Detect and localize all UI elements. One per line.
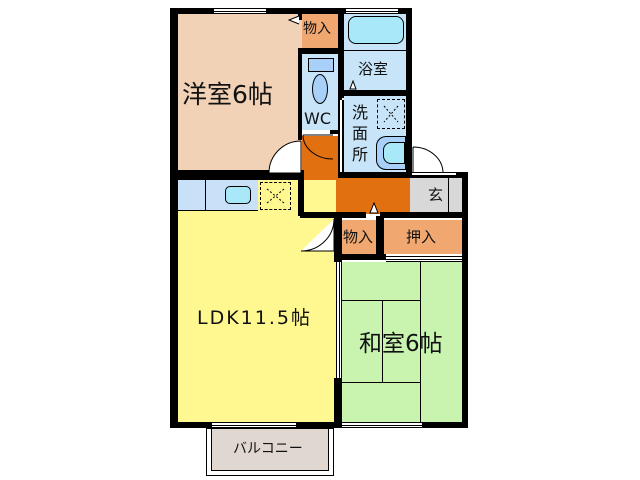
entrance-label: 玄 — [428, 186, 444, 204]
wall-wash-bottom — [338, 172, 412, 178]
western-room-label: 洋室6帖 — [182, 80, 273, 109]
wall-closet-bottom — [334, 254, 386, 260]
door-wc[interactable] — [302, 134, 334, 160]
wall-bath-bottom — [342, 90, 408, 96]
balcony-label: バルコニー — [233, 441, 303, 457]
wall-wc-right — [338, 8, 344, 98]
wall-top-left — [170, 8, 214, 14]
storage-mid-label: 物入 — [343, 228, 374, 246]
wall-top-mid — [266, 8, 346, 14]
wall-western-bottom — [170, 170, 304, 180]
wall-entrance-right — [462, 172, 468, 428]
bath-arrow-icon — [349, 80, 357, 90]
wall-left-upper — [170, 8, 178, 176]
closet — [384, 220, 462, 254]
window-japanese-bottom — [342, 422, 422, 428]
wall-bottom-left — [170, 422, 212, 428]
bathtub-icon — [348, 16, 404, 44]
door-ldk[interactable] — [300, 218, 336, 252]
washroom-label-1: 洗 — [352, 103, 369, 122]
toilet-bowl-icon — [312, 74, 328, 104]
storage-top — [302, 14, 340, 48]
entry-arrow-icon — [369, 202, 379, 214]
wall-western-right-lower — [298, 48, 302, 140]
toilet-label: WC — [304, 109, 331, 128]
kitchen-counter-edge — [178, 210, 258, 211]
bathroom-label: 浴室 — [358, 60, 389, 78]
door-entrance[interactable] — [412, 146, 444, 174]
entrance-step-line — [448, 178, 449, 214]
door-storage-top-arrow — [288, 15, 300, 25]
balcony-floor — [211, 428, 329, 471]
sliding-door-ldk-japanese[interactable] — [336, 262, 342, 378]
sliding-door-washroom[interactable] — [339, 100, 344, 172]
wall-hall-left — [298, 170, 304, 216]
wall-ldk-right-bottom — [334, 378, 342, 428]
entrance — [410, 178, 462, 214]
closet-label: 押入 — [406, 228, 437, 246]
kitchen-divider — [205, 180, 206, 210]
wall-top-right — [398, 8, 412, 14]
ldk-label: LDK11.5帖 — [197, 307, 312, 329]
storage-top-label: 物入 — [303, 21, 331, 37]
storage-mid — [342, 220, 376, 254]
washroom-label-2: 面 — [352, 124, 369, 143]
japanese-room-label: 和室6帖 — [359, 331, 443, 357]
window-closet-bottom — [386, 256, 462, 262]
window-western-top — [214, 8, 266, 14]
wall-bath-right — [406, 8, 412, 178]
japanese-room — [342, 262, 462, 424]
wall-western-right — [298, 8, 302, 20]
stove-space-icon — [260, 182, 291, 210]
washroom-label-3: 所 — [352, 145, 369, 164]
wall-wc-bottom — [330, 130, 340, 134]
toilet-tank-icon — [308, 58, 334, 72]
wall-hall-bottom-right — [380, 212, 468, 218]
door-western[interactable] — [268, 140, 302, 174]
bathtub-divider — [343, 50, 407, 51]
kitchen-sink-icon — [225, 186, 251, 204]
wall-storage-bottom — [302, 48, 342, 54]
window-ldk-bottom — [212, 422, 296, 428]
wall-hall-bottom — [300, 212, 366, 218]
wall-bottom-mid — [296, 422, 342, 428]
tatami-lines — [342, 262, 462, 424]
washing-machine-space-icon — [377, 99, 405, 129]
ldk — [176, 180, 336, 424]
wall-ldk-right-top — [334, 212, 342, 262]
wall-bottom-right — [422, 422, 468, 428]
wash-basin-icon — [376, 136, 406, 170]
window-bath-top — [346, 8, 398, 14]
western-room — [176, 12, 302, 172]
wall-storage-mid-right — [376, 216, 384, 258]
sliding-door-entrance[interactable] — [412, 172, 456, 177]
wall-left-lower — [170, 176, 178, 426]
